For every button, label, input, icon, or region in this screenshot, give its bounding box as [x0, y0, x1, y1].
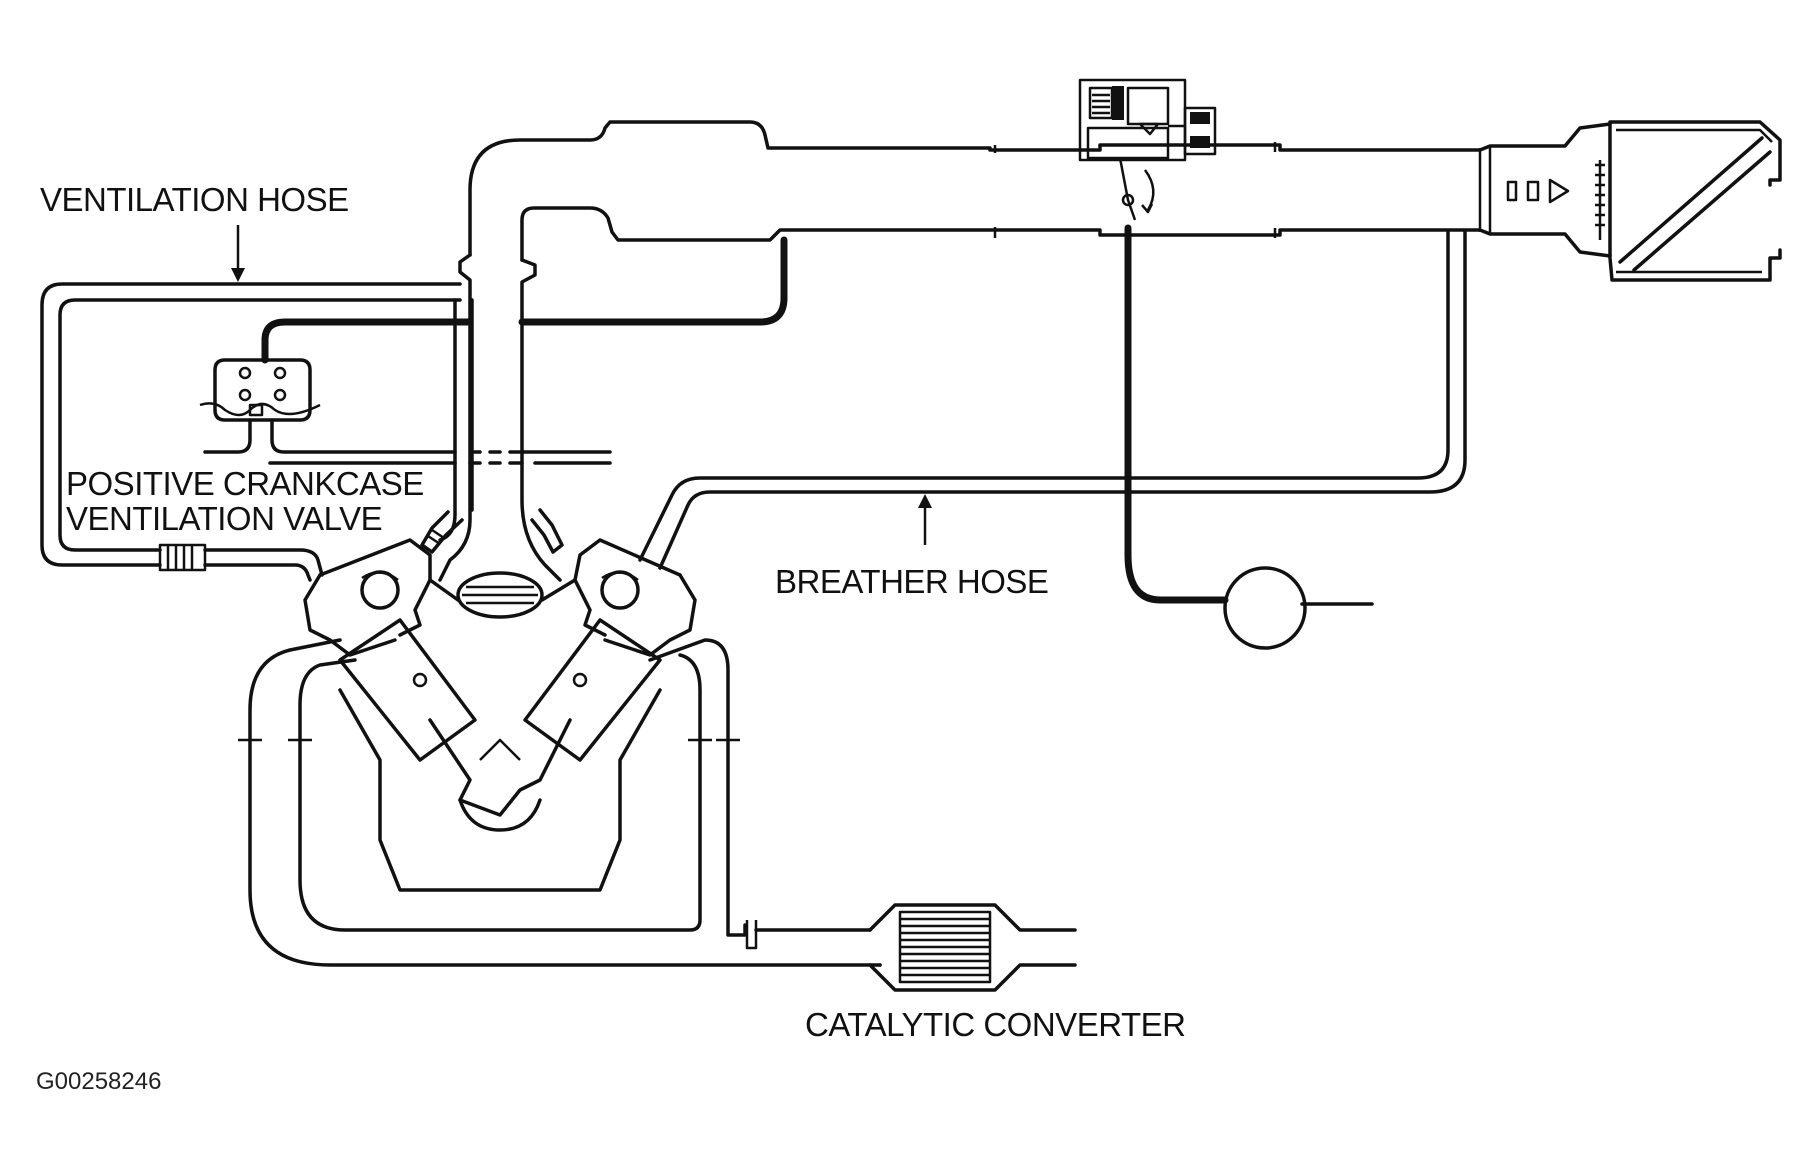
- breather-hose: [638, 230, 1467, 570]
- engine-block: [303, 538, 697, 892]
- pcv-valve-label-line1: POSITIVE CRANKCASE: [66, 465, 424, 502]
- breather-hose-arrow: [918, 494, 932, 545]
- pcv-hose: [438, 298, 474, 542]
- flow-arrow-icon: [1506, 178, 1570, 204]
- pressure-sensor: [199, 358, 612, 465]
- vacuum-line: [261, 224, 1374, 606]
- breather-hose-label: BREATHER HOSE: [775, 563, 1049, 600]
- ventilation-hose-arrow: [231, 225, 245, 282]
- intake-riser: [438, 253, 562, 582]
- exhaust-system: [238, 638, 882, 967]
- ventilation-hose: [40, 282, 462, 582]
- ventilation-hose-label: VENTILATION HOSE: [40, 181, 349, 218]
- intake-pipe: [468, 120, 1612, 262]
- vacuum-reservoir: [1223, 566, 1307, 650]
- throttle-body: [1078, 78, 1217, 221]
- pcv-valve-label-line2: VENTILATION VALVE: [66, 500, 383, 537]
- air-cleaner: [1595, 120, 1782, 282]
- pcv-valve: [420, 508, 564, 554]
- catalytic-converter: [868, 903, 1077, 992]
- catalytic-converter-label: CATALYTIC CONVERTER: [805, 1006, 1186, 1043]
- figure-id: G00258246: [36, 1068, 162, 1095]
